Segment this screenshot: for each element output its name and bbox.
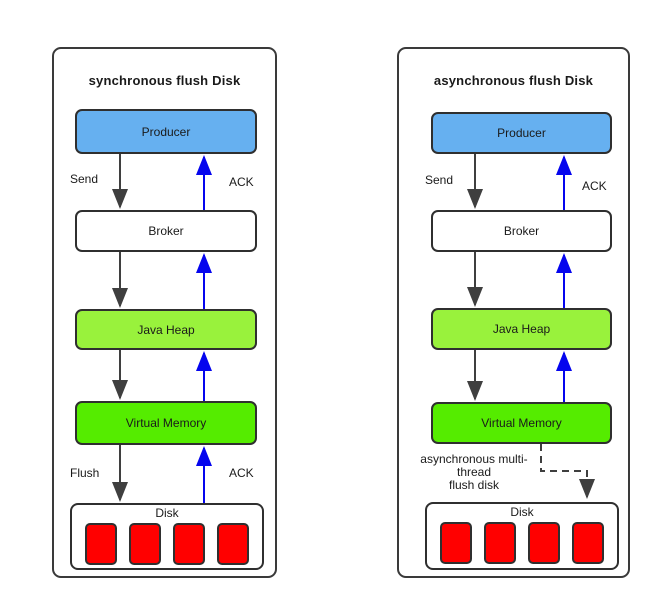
node-virtual-memory: Virtual Memory	[75, 401, 257, 445]
panel-title-sync: synchronous flush Disk	[88, 73, 241, 88]
label-send: Send	[70, 172, 99, 186]
label-ack-bottom: ACK	[229, 466, 254, 480]
label-flush: Flush	[70, 466, 100, 480]
disk-block	[440, 522, 472, 564]
disk-block	[173, 523, 205, 565]
arrow-async-flush-vmem-to-disk	[540, 444, 595, 499]
label-ack-top: ACK	[229, 175, 254, 189]
node-producer: Producer	[431, 112, 612, 154]
node-producer: Producer	[75, 109, 257, 154]
node-disk: Disk	[70, 503, 264, 570]
label-async-flush-line3: flush disk	[448, 478, 500, 492]
disk-block	[528, 522, 560, 564]
node-disk: Disk	[425, 502, 619, 570]
label-ack-top: ACK	[582, 179, 607, 193]
disk-block	[572, 522, 604, 564]
disk-label: Disk	[155, 506, 179, 520]
node-java-heap: Java Heap	[75, 309, 257, 350]
node-broker: Broker	[75, 210, 257, 252]
disk-block	[129, 523, 161, 565]
disk-block	[484, 522, 516, 564]
disk-blocks	[72, 523, 262, 565]
panel-asynchronous-flush: asynchronous flush Disk Producer Broker …	[397, 47, 630, 578]
node-java-heap: Java Heap	[431, 308, 612, 350]
disk-block	[85, 523, 117, 565]
label-async-flush-line2: thread	[456, 465, 492, 479]
panel-title-async: asynchronous flush Disk	[433, 73, 594, 88]
disk-block	[217, 523, 249, 565]
node-virtual-memory: Virtual Memory	[431, 402, 612, 444]
label-async-flush-line1: asynchronous multi-	[420, 452, 528, 466]
disk-blocks	[427, 522, 617, 564]
disk-label: Disk	[510, 505, 534, 519]
label-send: Send	[425, 173, 454, 187]
label-async-flush: asynchronous multi- thread flush disk	[407, 453, 541, 492]
panel-synchronous-flush: synchronous flush Disk Producer Broker J…	[52, 47, 277, 578]
node-broker: Broker	[431, 210, 612, 252]
